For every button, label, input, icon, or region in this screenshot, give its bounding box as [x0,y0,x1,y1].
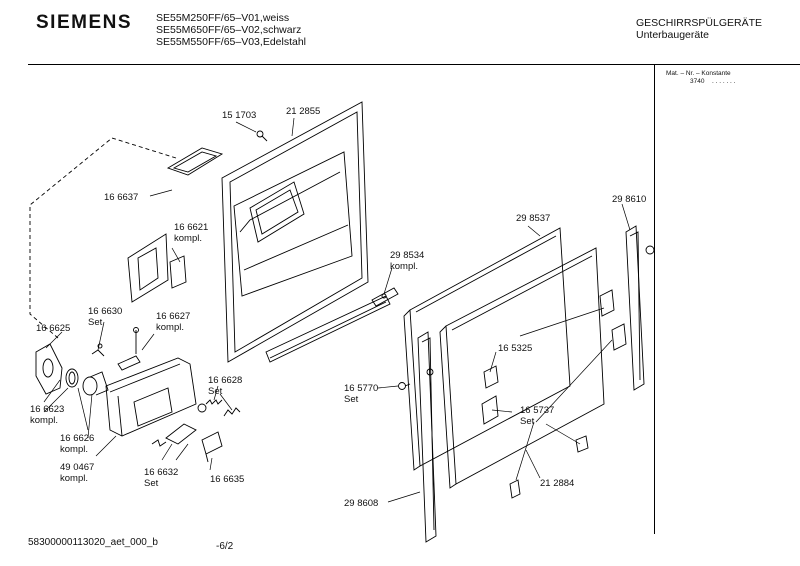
part-note-16-6626: kompl. [60,444,88,455]
clip-set-part [481,395,589,499]
rear-door-panel [426,247,605,489]
part-label-16-6632: 16 6632 [144,467,179,478]
part-label-29-8534: 29 8534 [390,250,425,261]
part-note-16-6627: kompl. [156,322,184,333]
part-label-16-6625: 16 6625 [36,323,71,334]
part-label-16-6623: 16 6623 [30,404,65,415]
part-label-15-1703: 15 1703 [222,110,257,121]
stud-part [398,382,411,390]
part-label-29-8608: 29 8608 [344,498,379,509]
part-label-16-5770: 16 5770 [344,383,379,394]
lever-set-part [151,423,197,447]
part-label-16-5325: 16 5325 [498,343,533,354]
model-line-1: SE55M250FF/65–V01,weiss [156,12,290,24]
part-note-29-8534: kompl. [390,261,418,272]
category-subtitle: Unterbaugeräte [636,29,709,41]
window-frame-part [166,147,224,176]
part-note-16-6628: Set [208,386,223,397]
knob-part [35,343,63,395]
part-label-16-6627: 16 6627 [156,311,191,322]
dispenser-window-part [249,181,305,243]
trim-strip-part [265,287,399,363]
document-id: 58300000113020_aet_000_b [28,537,158,548]
control-housing-part [105,357,197,437]
lever-part [117,327,141,371]
header-rule [28,64,800,65]
part-note-16-5737: Set [520,416,535,427]
part-label-16-6637: 16 6637 [104,192,139,203]
part-label-16-6621: 16 6621 [174,222,209,233]
part-label-21-2884: 21 2884 [540,478,575,489]
part-note-49-0467: kompl. [60,473,88,484]
side-panel-dots: . . . . . . . [712,78,736,85]
category-title: GESCHIRRSPÜLGERÄTE [636,17,763,29]
bottom-rail-part [417,331,437,543]
brand-logo: SIEMENS [36,12,133,33]
part-note-16-6632: Set [144,478,159,489]
part-label-16-6626: 16 6626 [60,433,95,444]
part-label-16-6630: 16 6630 [88,306,123,317]
cover-part [127,233,187,303]
model-line-3: SE55M550FF/65–V03,Edelstahl [156,36,307,48]
part-label-16-6628: 16 6628 [208,375,243,386]
ring-part [65,368,79,388]
part-note-16-6621: kompl. [174,233,202,244]
side-panel-rule [654,64,655,534]
springs-set-part [197,399,241,417]
part-label-16-6635: 16 6635 [210,474,245,485]
outer-door-panel [403,227,571,471]
part-label-29-8610: 29 8610 [612,194,647,205]
part-note-16-6623: kompl. [30,415,58,426]
bushing-part [82,371,109,396]
page-number: -6/2 [216,541,234,552]
part-label-29-8537: 29 8537 [516,213,551,224]
model-line-2: SE55M650FF/65–V02,schwarz [156,24,302,36]
part-note-16-5770: Set [344,394,359,405]
bracket-part [483,289,627,389]
part-label-49-0467: 49 0467 [60,462,95,473]
side-panel-title: Mat. – Nr. – Konstante [666,70,731,77]
part-label-16-5737: 16 5737 [520,405,555,416]
screw-part [256,130,268,142]
part-note-16-6630: Set [88,317,103,328]
part-label-21-2855: 21 2855 [286,106,321,117]
inner-door-panel [221,101,369,363]
assembly-dashed-outline [29,137,177,339]
side-rail-part [625,225,655,391]
switch-part [201,431,223,463]
side-panel-value: 3740 [690,78,705,85]
leader-lines [43,117,631,503]
